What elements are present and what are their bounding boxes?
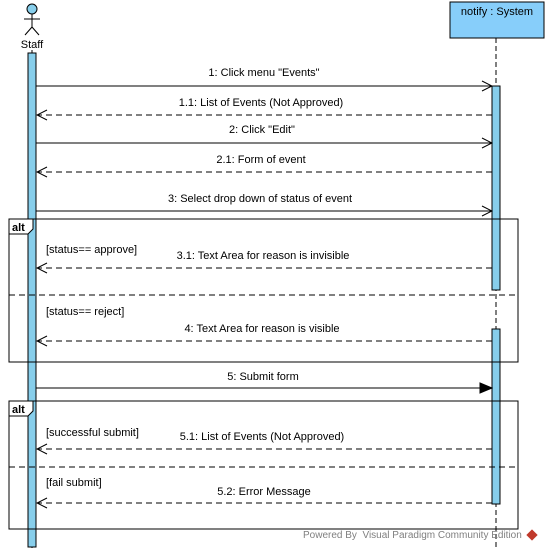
alt-fragment-1[interactable]: alt [status== approve] [status== reject] (8, 218, 519, 363)
system-activation-bar-2[interactable] (491, 328, 501, 505)
alt-fragment-2-tag (8, 400, 34, 417)
alt-fragment-2-operator: alt (12, 404, 25, 416)
message-2-label: 2: Click "Edit" (229, 124, 295, 136)
message-5-2-label: 5.2: Error Message (217, 486, 311, 498)
message-2-1[interactable]: 2.1: Form of event (37, 154, 492, 172)
system-box (449, 1, 545, 39)
alt-fragment-2-guard-2: [fail submit] (46, 477, 102, 489)
message-2-1-label: 2.1: Form of event (216, 154, 305, 166)
system-name: notify : System (461, 6, 533, 18)
message-5-2[interactable]: 5.2: Error Message (37, 486, 492, 503)
alt-fragment-2-frame (8, 400, 519, 530)
message-5-label: 5: Submit form (227, 371, 299, 383)
system-lifeline-head[interactable]: notify : System (449, 1, 545, 39)
message-1[interactable]: 1: Click menu "Events" (36, 67, 492, 86)
message-5[interactable]: 5: Submit form (36, 371, 492, 388)
message-3-1-label: 3.1: Text Area for reason is invisible (177, 250, 350, 262)
message-4[interactable]: 4: Text Area for reason is visible (37, 323, 492, 341)
staff-actor-name: Staff (21, 39, 44, 51)
alt-fragment-1-frame (8, 218, 519, 363)
alt-fragment-2[interactable]: alt [successful submit] [fail submit] (8, 400, 519, 530)
message-3[interactable]: 3: Select drop down of status of event (36, 193, 492, 211)
alt-fragment-1-guard-1: [status== approve] (46, 244, 137, 256)
alt-fragment-1-guard-2: [status== reject] (46, 306, 124, 318)
message-5-1[interactable]: 5.1: List of Events (Not Approved) (37, 431, 492, 449)
stick-figure-actor-icon (24, 3, 40, 36)
staff-activation-bar[interactable] (27, 52, 37, 548)
message-3-1[interactable]: 3.1: Text Area for reason is invisible (37, 250, 492, 268)
alt-fragment-2-guard-1: [successful submit] (46, 427, 139, 439)
message-2[interactable]: 2: Click "Edit" (36, 124, 492, 143)
message-5-1-label: 5.1: List of Events (Not Approved) (180, 431, 344, 443)
watermark: Powered By Visual Paradigm Community Edi… (303, 529, 538, 542)
system-activation-bar-1[interactable] (491, 85, 501, 291)
message-3-label: 3: Select drop down of status of event (168, 193, 352, 205)
message-1-1-label: 1.1: List of Events (Not Approved) (179, 97, 343, 109)
alt-fragment-1-operator: alt (12, 222, 25, 234)
visual-paradigm-logo-icon (526, 529, 538, 542)
message-1-1[interactable]: 1.1: List of Events (Not Approved) (37, 97, 492, 115)
watermark-text: Powered By Visual Paradigm Community Edi… (303, 530, 522, 541)
alt-fragment-1-tag (8, 218, 34, 235)
message-4-label: 4: Text Area for reason is visible (184, 323, 339, 335)
staff-actor[interactable]: Staff (21, 3, 44, 51)
message-1-label: 1: Click menu "Events" (208, 67, 319, 79)
